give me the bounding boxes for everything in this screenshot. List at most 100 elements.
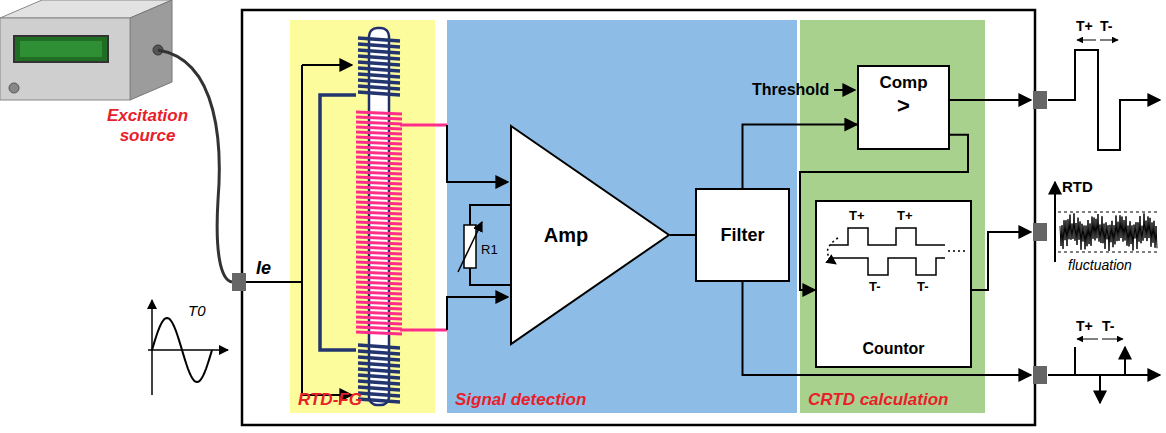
- sensor-rod: [358, 393, 400, 396]
- sensor-rod: [358, 375, 400, 378]
- sensor-rod: [356, 267, 402, 269]
- excitation-device: [14, 36, 108, 62]
- output-waveforms: [1048, 40, 1160, 403]
- sensor-rod: [356, 167, 402, 169]
- output-waveforms: [1054, 182, 1056, 262]
- sensor-rod: [358, 74, 400, 77]
- sensor-rod: [356, 202, 402, 204]
- excitation-cable: [158, 50, 232, 282]
- sensor-rod: [358, 369, 400, 372]
- output-waveforms: [1048, 374, 1160, 376]
- sensor-rod: [356, 307, 402, 309]
- sensor-rod: [356, 177, 402, 179]
- resistor-symbol: [458, 222, 482, 272]
- counter-waveforms: [827, 238, 838, 264]
- node-text: Amp: [544, 224, 588, 247]
- sensor-rod: [356, 277, 402, 279]
- comparator-box: Comp>: [857, 65, 950, 150]
- sensor-rod: [356, 297, 402, 299]
- excitation-wires: [302, 394, 352, 396]
- output-waveforms: [1075, 347, 1125, 375]
- signal-name: T-: [1100, 18, 1112, 34]
- sensor-rod: [356, 317, 402, 319]
- sensor-rod: [356, 137, 402, 139]
- sensor-rod: [356, 252, 402, 254]
- sensor-rod: [320, 95, 356, 350]
- connector: [670, 234, 695, 236]
- signal-name: T+: [1076, 318, 1093, 334]
- sensor-rod: [356, 242, 402, 244]
- filter-box: Filter: [695, 188, 790, 282]
- output-waveforms: [1099, 375, 1101, 403]
- output-waveforms: [1060, 213, 1157, 251]
- node-text: RTD-FG: [298, 390, 362, 410]
- sensor-rod: [356, 162, 402, 164]
- signal-name: T-: [1102, 318, 1114, 334]
- sine-wave-sketch: [148, 349, 228, 351]
- output-waveforms: [1077, 40, 1118, 41]
- sensor-rod: [356, 302, 402, 304]
- sensor-rod: [358, 399, 400, 402]
- sensor-rod: [358, 86, 400, 89]
- sensor-rod: [356, 38, 402, 402]
- sensor-rod: [356, 322, 402, 324]
- sensor-rod: [356, 187, 402, 189]
- counter-box: Countor: [815, 200, 972, 368]
- signal-wires: [743, 90, 1032, 375]
- sensor-rod: [356, 192, 402, 194]
- sensor-rod: [358, 363, 400, 366]
- sensor-rod: [356, 152, 402, 154]
- sine-wave-sketch: [152, 318, 212, 382]
- signal-wires: [972, 232, 1031, 290]
- sensor-rod: [356, 217, 402, 219]
- sensor-rod: [356, 247, 402, 249]
- sensor-rod: [356, 127, 402, 129]
- excitation-wires: [302, 64, 352, 66]
- signal-wires: [743, 282, 1032, 375]
- sensor-rod: [358, 56, 400, 59]
- ports: [1033, 366, 1047, 384]
- part-name: Excitation source: [100, 106, 195, 145]
- sensor-rod: [356, 287, 402, 289]
- signal-wires: [950, 99, 1031, 101]
- sensor-rod: [356, 117, 402, 119]
- amplifier-triangle: Amp: [510, 125, 670, 345]
- excitation-device: [0, 0, 172, 100]
- amplifier-outline: [511, 126, 669, 344]
- ports: [232, 91, 1047, 384]
- sensor-rod: [356, 172, 402, 174]
- signal-name: T+: [1076, 18, 1093, 34]
- excitation-wires: [301, 65, 303, 395]
- excitation-device: [0, 18, 130, 100]
- signal-name: T-: [869, 280, 881, 295]
- node-text: Signal detection: [455, 390, 586, 410]
- excitation-device: [130, 0, 172, 100]
- sensor-rod: [356, 207, 402, 209]
- signal-wires: [834, 89, 855, 91]
- sensor-rod: [356, 232, 402, 234]
- sensor-rod: [356, 182, 402, 184]
- signal-name: Threshold: [752, 81, 829, 99]
- main-housing: [242, 10, 1035, 425]
- sensor-rod: [358, 80, 400, 83]
- signal-name: Ie: [256, 258, 271, 279]
- sensor-rod: [356, 262, 402, 264]
- sensor-rod: [356, 282, 402, 284]
- amp-input-wires: [447, 125, 508, 182]
- ports: [1033, 91, 1047, 109]
- sensor-rod: [356, 212, 402, 214]
- signal-name: T0: [188, 302, 206, 319]
- sensor-rod: [356, 132, 402, 134]
- ports: [1033, 223, 1047, 241]
- sensor-rod: [356, 272, 402, 274]
- sensor-rod: [358, 44, 400, 47]
- region-band: CRTD calculationComp>Countor: [800, 20, 985, 413]
- node-text: >: [897, 93, 910, 118]
- counter-waveforms: [830, 228, 945, 245]
- sensor-rod: [358, 351, 400, 354]
- output-waveforms: [1058, 212, 1160, 252]
- note-text: fluctuation: [1068, 257, 1132, 273]
- sensor-rod: [358, 387, 400, 390]
